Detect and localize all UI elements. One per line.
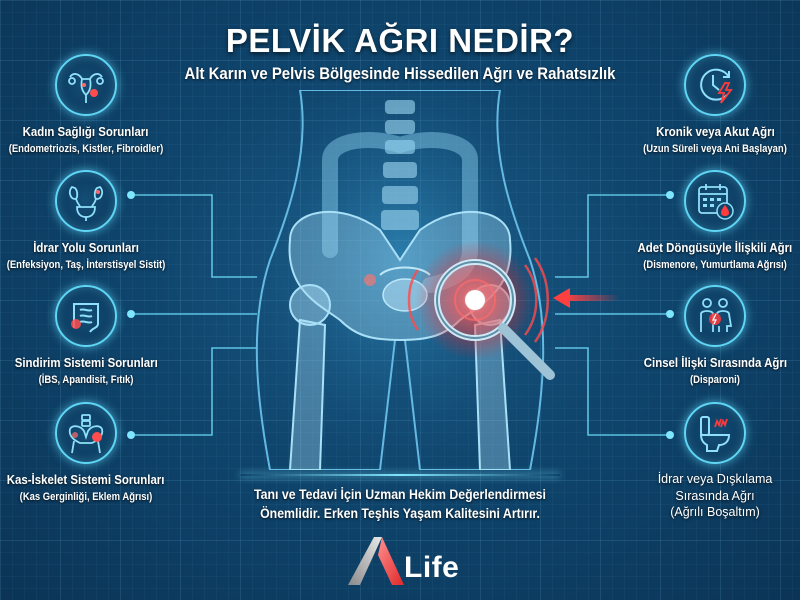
pelvis-bone-icon [55, 402, 117, 464]
toilet-pain-icon [684, 402, 746, 464]
right-item-dyspareunia: Cinsel İlişki Sırasında Ağrı (Disparoni) [605, 285, 800, 386]
item-title: Cinsel İlişki Sırasında Ağrı [643, 355, 787, 370]
item-detail: (Uzun Süreli veya Ani Başlayan) [643, 143, 787, 155]
item-title: Kadın Sağlığı Sorunları [23, 124, 149, 139]
pelvis-anatomy-illustration [255, 90, 555, 470]
brand-logo: Life [346, 535, 466, 587]
item-title: Kronik veya Akut Ağrı [655, 124, 775, 139]
left-item-womens-health: Kadın Sağlığı Sorunları (Endometriozis, … [0, 54, 196, 155]
logo-a-mark-icon [348, 537, 404, 585]
item-detail: (Disparoni) [690, 374, 740, 386]
item-title: İdrar Yolu Sorunları [33, 240, 139, 255]
uterus-icon [55, 54, 117, 116]
couple-pain-icon [684, 285, 746, 347]
clock-lightning-icon [684, 54, 746, 116]
logo-text: Life [404, 551, 460, 584]
item-detail: (Ağrılı Boşaltım) [670, 505, 760, 519]
page-subtitle: Alt Karın ve Pelvis Bölgesinde Hissedile… [184, 64, 616, 83]
left-item-digestive: Sindirim Sistemi Sorunları (İBS, Apandis… [0, 285, 196, 386]
item-detail: (Kas Gerginliği, Eklem Ağrısı) [19, 491, 153, 503]
left-item-musculoskeletal: Kas-İskelet Sistemi Sorunları (Kas Gergi… [0, 402, 196, 503]
item-title: Sindirim Sistemi Sorunları [14, 355, 158, 370]
right-item-chronic-acute: Kronik veya Akut Ağrı (Uzun Süreli veya … [605, 54, 800, 155]
footer-line-2: Önemlidir. Erken Teşhis Yaşam Kalitesini… [260, 505, 540, 521]
footer-line-1: Tanı ve Tedavi İçin Uzman Hekim Değerlen… [254, 486, 546, 502]
right-item-elimination: İdrar veya Dışkılama Sırasında Ağrı (Ağr… [605, 402, 800, 520]
item-detail: (Endometriozis, Kistler, Fibroidler) [8, 143, 164, 155]
intestine-icon [55, 285, 117, 347]
urinary-tract-icon [55, 170, 117, 232]
page-title: PELVİK AĞRI NEDİR? [225, 22, 575, 59]
footer-message: Tanı ve Tedavi İçin Uzman Hekim Değerlen… [48, 485, 752, 523]
right-item-menstrual: Adet Döngüsüyle İlişkili Ağrı (Dismenore… [605, 170, 800, 271]
item-title-line: Sırasında Ağrı [675, 489, 755, 503]
left-item-urinary: İdrar Yolu Sorunları (Enfeksiyon, Taş, İ… [0, 170, 196, 271]
item-detail: (Enfeksiyon, Taş, İnterstisyel Sistit) [6, 259, 166, 271]
item-title: Kas-İskelet Sistemi Sorunları [7, 472, 165, 487]
item-title: Adet Döngüsüyle İlişkili Ağrı [637, 240, 793, 255]
item-title-line: İdrar veya Dışkılama [657, 472, 773, 486]
item-detail: (Dismenore, Yumurtlama Ağrısı) [643, 259, 787, 271]
item-detail: (İBS, Apandisit, Fıtık) [38, 374, 134, 386]
footer-divider-glow [240, 474, 560, 476]
calendar-blood-drop-icon [684, 170, 746, 232]
